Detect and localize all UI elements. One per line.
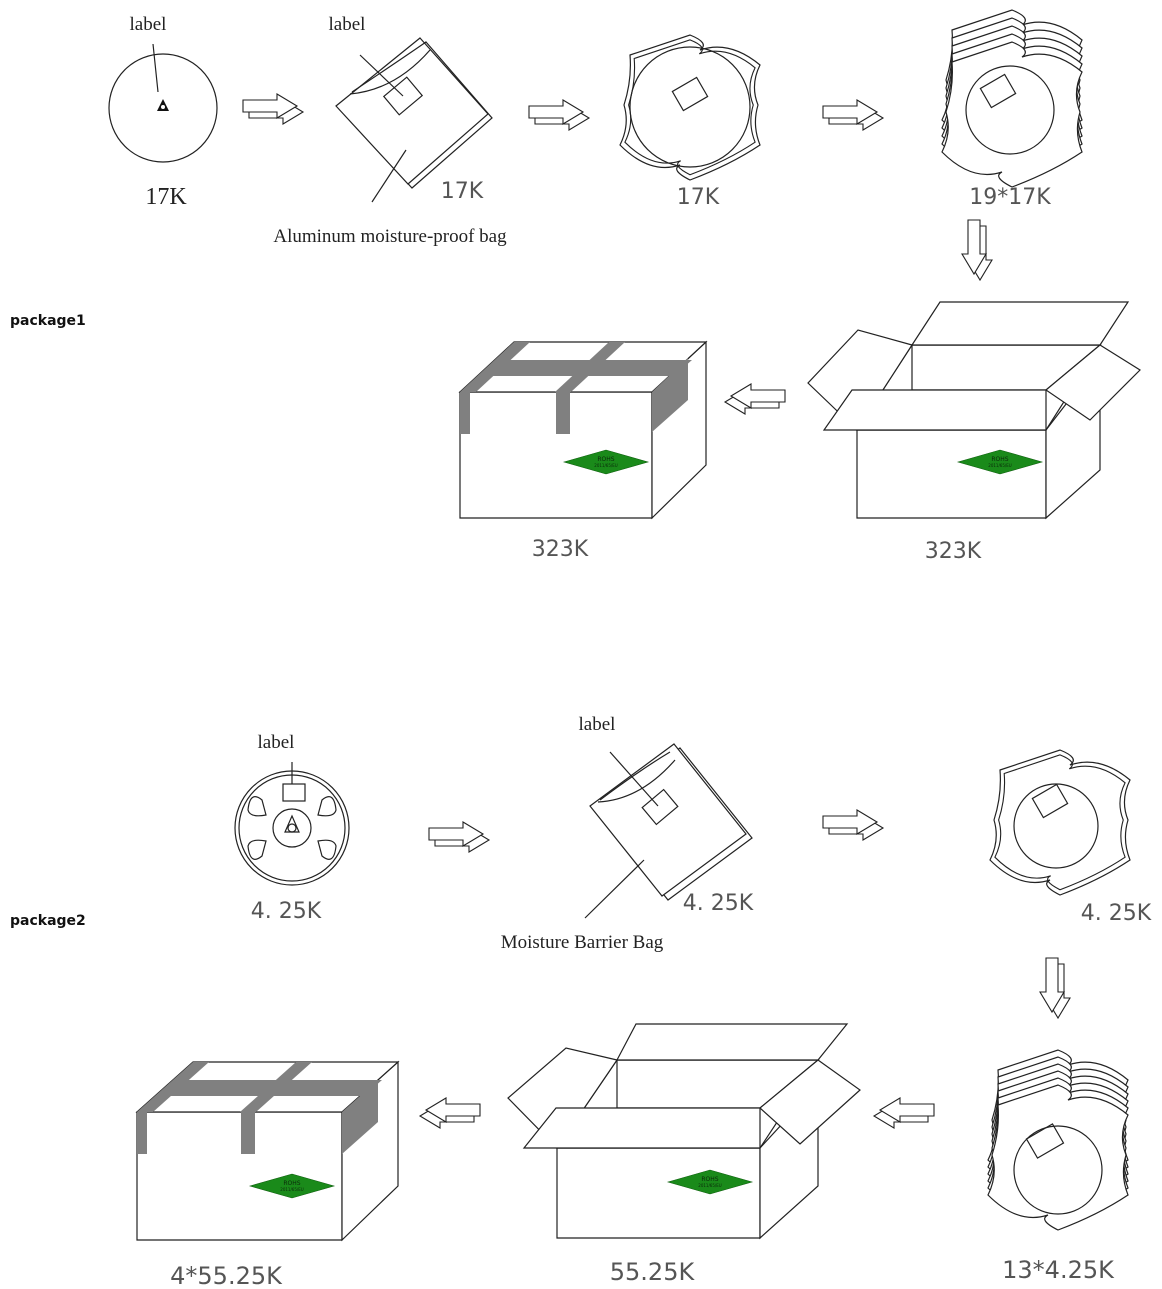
- rohs-mark-text: ROHS: [597, 456, 614, 463]
- package2-bag-name: Moisture Barrier Bag: [501, 932, 664, 953]
- package1-reel-label: label: [130, 14, 167, 35]
- package1-reel-quantity: 17K: [145, 184, 187, 210]
- package2-reel: [234, 762, 350, 886]
- package1-stacked-bags: [941, 9, 1083, 188]
- package2-stack-quantity: 13*4.25K: [1002, 1256, 1115, 1284]
- rohs-mark-text: ROHS: [283, 1180, 300, 1187]
- arrow-left-icon: [724, 383, 786, 415]
- package1-section-label: package1: [10, 313, 86, 329]
- package1-closed-box-quantity: 323K: [532, 537, 589, 562]
- arrow-right-icon: [428, 821, 490, 853]
- package2-bag-label: label: [579, 714, 616, 735]
- package1-sealed-bag: [619, 34, 761, 181]
- arrow-right-icon: [242, 93, 304, 125]
- rohs-mark-sub: 2011/65/EU: [594, 463, 617, 468]
- package2-open-box-quantity: 55.25K: [610, 1258, 696, 1286]
- arrow-right-icon: [822, 809, 884, 841]
- package2-open-box: ROHS 2011/65/EU: [507, 1023, 861, 1240]
- arrow-right-icon: [528, 99, 590, 131]
- rohs-mark-sub: 2011/65/EU: [280, 1187, 303, 1192]
- arrow-down-icon: [961, 219, 993, 281]
- package1-bag-name: Aluminum moisture-proof bag: [273, 226, 507, 247]
- package2-reel-label: label: [258, 732, 295, 753]
- arrow-left-icon: [419, 1097, 481, 1129]
- package2-sealed-bag: [989, 749, 1131, 896]
- package1-bag-label: label: [329, 14, 366, 35]
- rohs-mark-sub: 2011/65/EU: [698, 1183, 721, 1188]
- package1-reel: [108, 43, 218, 163]
- package2-stacked-bags: [987, 1049, 1129, 1231]
- package2-section-label: package2: [10, 913, 86, 929]
- package1-bag: [335, 37, 493, 203]
- package2-bag-quantity: 4. 25K: [683, 891, 754, 916]
- package1-closed-box: ROHS 2011/65/EU: [458, 340, 708, 520]
- rohs-mark-text: ROHS: [991, 456, 1008, 463]
- package2-reel-quantity: 4. 25K: [251, 899, 322, 924]
- package2-sealed-quantity: 4. 25K: [1081, 901, 1152, 926]
- package1-open-box: ROHS 2011/65/EU: [807, 301, 1141, 520]
- package1-stack-quantity: 19*17K: [969, 185, 1051, 210]
- package1-bag-quantity: 17K: [441, 179, 484, 204]
- package1-sealed-quantity: 17K: [677, 185, 720, 210]
- package1-open-box-quantity: 323K: [925, 539, 982, 564]
- package2-closed-box-quantity: 4*55.25K: [170, 1262, 283, 1289]
- package2-bag: [584, 743, 753, 919]
- arrow-left-icon: [873, 1097, 935, 1129]
- rohs-mark-sub: 2011/65/EU: [988, 463, 1011, 468]
- package2-closed-box: ROHS 2011/65/EU: [135, 1060, 400, 1242]
- arrow-right-icon: [822, 99, 884, 131]
- arrow-down-icon: [1039, 957, 1071, 1019]
- rohs-mark-text: ROHS: [701, 1176, 718, 1183]
